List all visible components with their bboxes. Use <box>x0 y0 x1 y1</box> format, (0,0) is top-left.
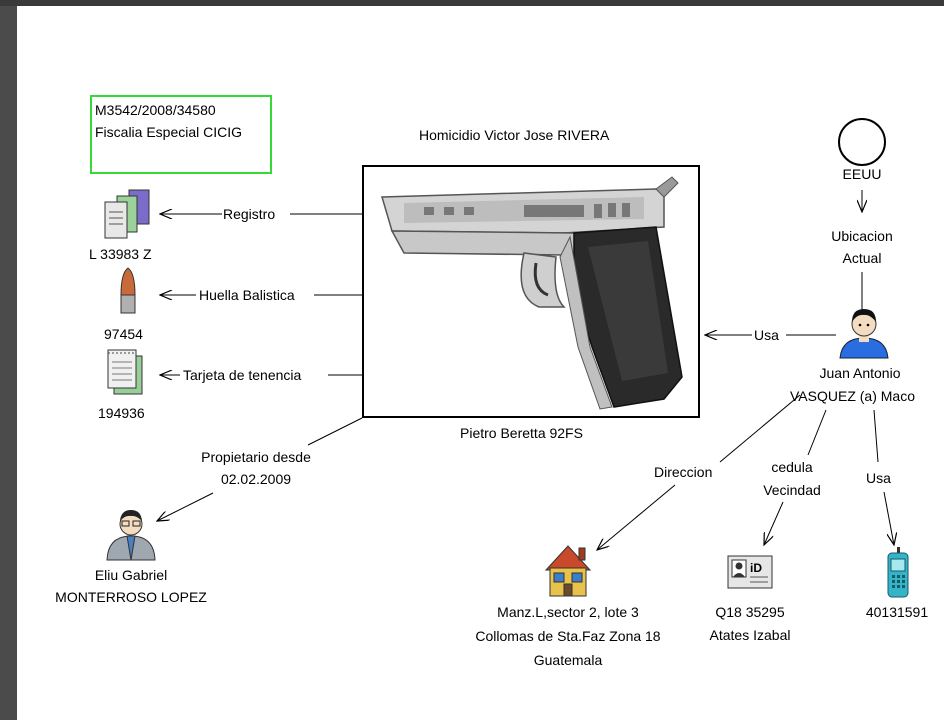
phone-link-bottom <box>883 491 894 545</box>
owner-relation-label: Propietario desde <box>201 449 311 465</box>
address-line-3: Guatemala <box>533 652 603 668</box>
weapon-box <box>362 165 700 418</box>
location-relation-label-2: Actual <box>842 250 882 266</box>
cedula-link-bottom <box>764 501 784 545</box>
direccion-relation-label: Direccion <box>654 464 713 480</box>
case-reference-box <box>90 95 272 174</box>
owner-link-bottom <box>157 492 214 521</box>
address-line-1: Manz.L,sector 2, lote 3 <box>497 604 639 620</box>
id-place: Atates Izabal <box>709 627 791 643</box>
owner-name-first: Eliu Gabriel <box>94 567 168 583</box>
location-relation-label-1: Ubicacion <box>831 228 893 244</box>
usa-weapon-relation-label: Usa <box>754 327 779 343</box>
svg-text:iD: iD <box>750 561 762 575</box>
direccion-link-top <box>719 394 801 463</box>
documents-icon <box>104 189 150 239</box>
phone-relation-label: Usa <box>866 470 891 486</box>
direccion-link-bottom <box>597 484 676 550</box>
tarjeta-relation-label: Tarjeta de tenencia <box>183 367 302 383</box>
pistol-icon <box>381 176 683 410</box>
registro-relation-label: Registro <box>223 206 276 222</box>
bullet-icon <box>120 267 136 314</box>
cedula-relation-label-1: cedula <box>771 459 813 475</box>
notepad-icon <box>107 349 143 395</box>
owner-name-last: MONTERROSO LOPEZ <box>55 589 207 605</box>
tarjeta-value: 194936 <box>98 405 145 421</box>
owner-since-date: 02.02.2009 <box>220 471 292 487</box>
suspect-name-last: VASQUEZ (a) Maco <box>790 388 915 404</box>
cedula-relation-label-2: Vecindad <box>763 482 821 498</box>
suspect-name-first: Juan Antonio <box>819 365 901 381</box>
weapon-name: Pietro Beretta 92FS <box>460 425 583 441</box>
cedula-link-top <box>807 409 827 456</box>
owner-person-icon <box>106 510 156 561</box>
huella-relation-label: Huella Balistica <box>199 287 295 303</box>
window-frame-top <box>0 0 944 6</box>
owner-link-top <box>307 417 363 446</box>
id-number: Q18 35295 <box>715 604 785 620</box>
suspect-person-icon <box>839 309 889 359</box>
phone-link-top <box>873 409 879 463</box>
case-number: M3542/2008/34580 <box>95 102 216 118</box>
id-card-icon: iD <box>727 555 773 589</box>
location-name: EEUU <box>842 166 882 182</box>
registro-value: L 33983 Z <box>89 246 152 262</box>
huella-value: 97454 <box>104 326 143 342</box>
phone-number: 40131591 <box>865 604 929 620</box>
mobile-phone-icon <box>887 547 909 598</box>
address-line-2: Collomas de Sta.Faz Zona 18 <box>475 628 661 644</box>
house-icon <box>544 545 592 597</box>
slide-left-border <box>0 6 17 720</box>
case-office: Fiscalia Especial CICIG <box>95 124 243 140</box>
location-circle-icon <box>838 118 886 166</box>
case-title: Homicidio Victor Jose RIVERA <box>419 127 610 143</box>
